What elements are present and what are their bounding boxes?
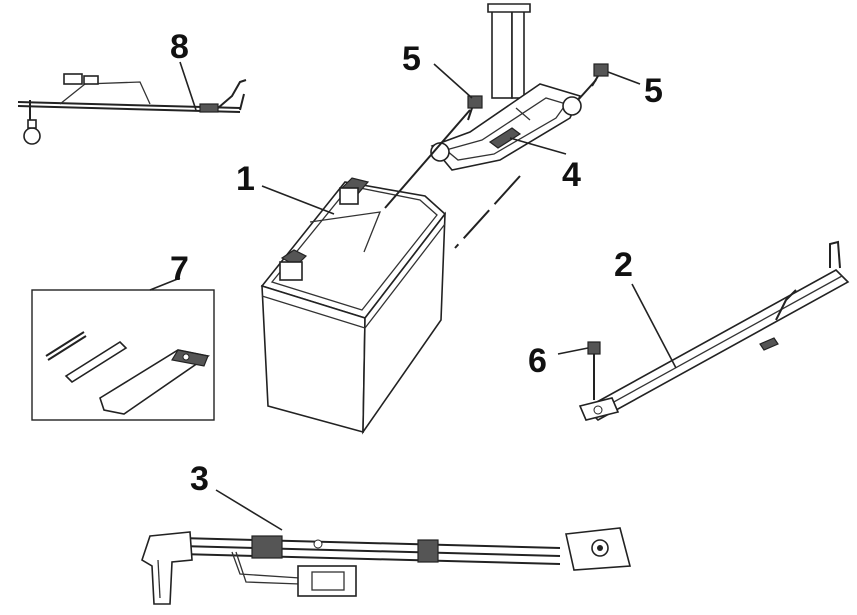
callout-5-left: 5 (402, 40, 421, 78)
callout-2: 2 (614, 246, 633, 284)
cable-part-3 (141, 527, 632, 605)
callout-6: 6 (528, 342, 547, 380)
wire-harness-part-8 (17, 73, 247, 145)
callout-leaders (149, 61, 677, 531)
callout-4: 4 (562, 156, 581, 194)
battery-holder-part-4 (430, 3, 582, 249)
callout-1: 1 (236, 160, 255, 198)
callout-3: 3 (190, 460, 209, 498)
callout-5-right: 5 (644, 72, 663, 110)
tool-kit-part-7 (31, 289, 215, 421)
callout-7: 7 (170, 250, 189, 288)
bolt-part-6 (587, 341, 601, 400)
bolt-part-5-right (577, 63, 609, 101)
bolt-part-5-left (384, 95, 483, 209)
battery-part-1 (260, 177, 447, 435)
callout-8: 8 (170, 28, 189, 66)
cable-part-2 (578, 240, 850, 421)
